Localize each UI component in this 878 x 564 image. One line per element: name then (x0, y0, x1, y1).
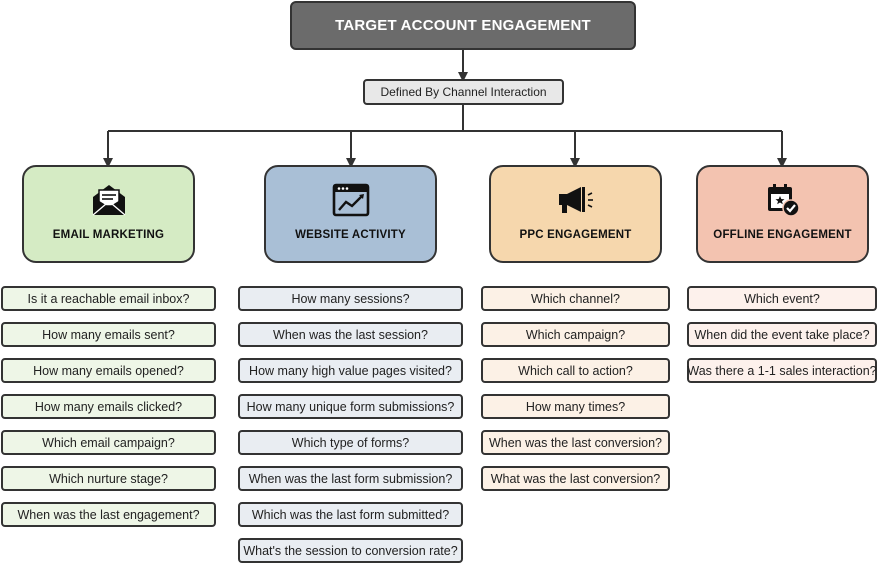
question-box: Which nurture stage? (1, 466, 216, 491)
question-box: How many unique form submissions? (238, 394, 463, 419)
category-label: PPC ENGAGEMENT (519, 229, 632, 241)
question-box: Was there a 1-1 sales interaction? (687, 358, 877, 383)
question-box: Which was the last form submitted? (238, 502, 463, 527)
category-email-marketing: EMAIL MARKETING (22, 165, 195, 263)
question-box: Which call to action? (481, 358, 670, 383)
question-box: When was the last session? (238, 322, 463, 347)
diagram-title: TARGET ACCOUNT ENGAGEMENT (290, 1, 636, 50)
question-box: When was the last form submission? (238, 466, 463, 491)
open-envelope-icon (90, 181, 128, 219)
category-offline-engagement: OFFLINE ENGAGEMENT (696, 165, 869, 263)
browser-chart-icon (332, 181, 370, 219)
category-ppc-engagement: PPC ENGAGEMENT (489, 165, 662, 263)
question-box: Which channel? (481, 286, 670, 311)
category-label: OFFLINE ENGAGEMENT (713, 229, 852, 241)
question-box: Is it a reachable email inbox? (1, 286, 216, 311)
category-label: WEBSITE ACTIVITY (295, 229, 406, 241)
question-box: How many sessions? (238, 286, 463, 311)
question-box: When was the last conversion? (481, 430, 670, 455)
megaphone-icon (557, 181, 595, 219)
diagram-subtitle: Defined By Channel Interaction (363, 79, 564, 105)
question-box: Which email campaign? (1, 430, 216, 455)
question-box: Which event? (687, 286, 877, 311)
question-box: When was the last engagement? (1, 502, 216, 527)
category-label: EMAIL MARKETING (52, 229, 165, 241)
question-box: How many times? (481, 394, 670, 419)
question-box: When did the event take place? (687, 322, 877, 347)
question-box: How many high value pages visited? (238, 358, 463, 383)
question-box: How many emails sent? (1, 322, 216, 347)
category-website-activity: WEBSITE ACTIVITY (264, 165, 437, 263)
question-box: What's the session to conversion rate? (238, 538, 463, 563)
question-box: What was the last conversion? (481, 466, 670, 491)
question-box: How many emails clicked? (1, 394, 216, 419)
calendar-check-icon (764, 181, 802, 219)
question-box: Which campaign? (481, 322, 670, 347)
question-box: Which type of forms? (238, 430, 463, 455)
question-box: How many emails opened? (1, 358, 216, 383)
